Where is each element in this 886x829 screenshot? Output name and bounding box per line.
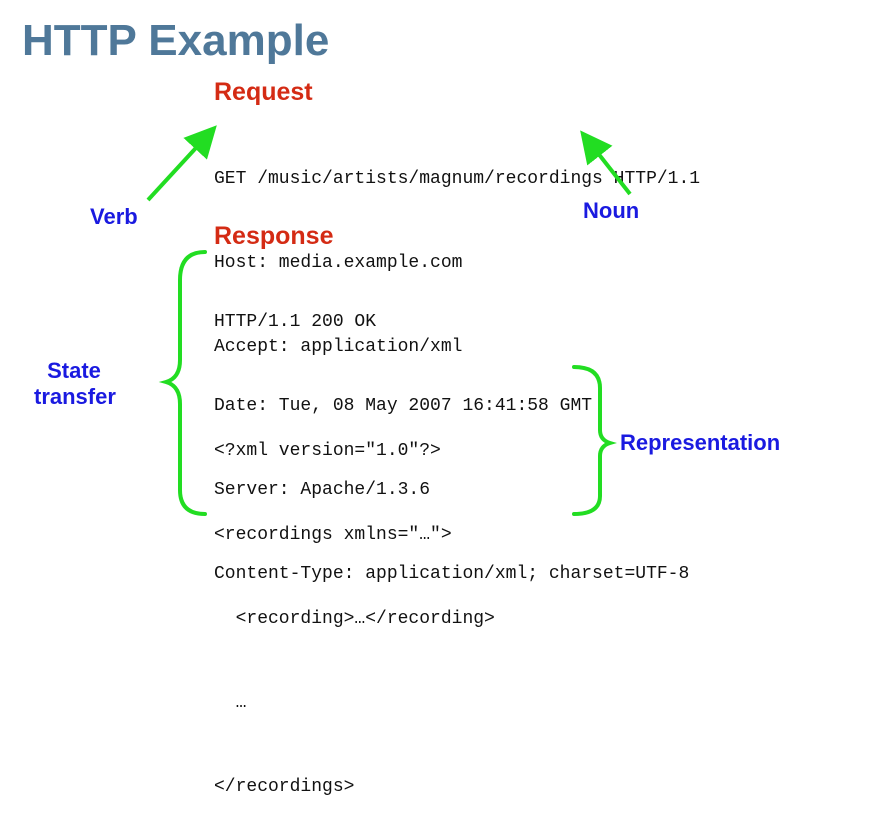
state-transfer-bracket: [158, 250, 207, 516]
request-line: GET /music/artists/magnum/recordings HTT…: [214, 169, 701, 189]
request-heading: Request: [214, 78, 313, 106]
response-heading: Response: [214, 222, 334, 250]
noun-arrow: [580, 130, 632, 196]
representation-label: Representation: [620, 430, 781, 455]
verb-arrow: [146, 125, 217, 202]
response-header-date: Date: Tue, 08 May 2007 16:41:58 GMT: [214, 396, 593, 416]
recordings-close-line: </recordings>: [214, 777, 355, 797]
page-title: HTTP Example: [22, 16, 330, 65]
status-line: HTTP/1.1 200 OK: [214, 312, 377, 332]
verb-label: Verb: [90, 204, 138, 229]
request-header-host: Host: media.example.com: [214, 253, 463, 273]
representation-bracket: [572, 365, 617, 516]
state-transfer-label: State transfer: [34, 358, 116, 410]
xml-declaration-line: <?xml version="1.0"?>: [214, 441, 441, 461]
state-transfer-label-line2: transfer: [34, 384, 116, 409]
recordings-open-line: <recordings xmlns="…">: [214, 525, 452, 545]
recording-line: <recording>…</recording>: [214, 609, 495, 629]
noun-label: Noun: [583, 198, 640, 223]
response-header-server: Server: Apache/1.3.6: [214, 480, 431, 500]
ellipsis-line: …: [214, 693, 247, 713]
annotation-overlay: [146, 125, 632, 516]
state-transfer-label-line1: State: [47, 358, 101, 383]
request-header-accept: Accept: application/xml: [214, 337, 463, 357]
request-block: GET /music/artists/magnum/recordings HTT…: [214, 109, 700, 389]
